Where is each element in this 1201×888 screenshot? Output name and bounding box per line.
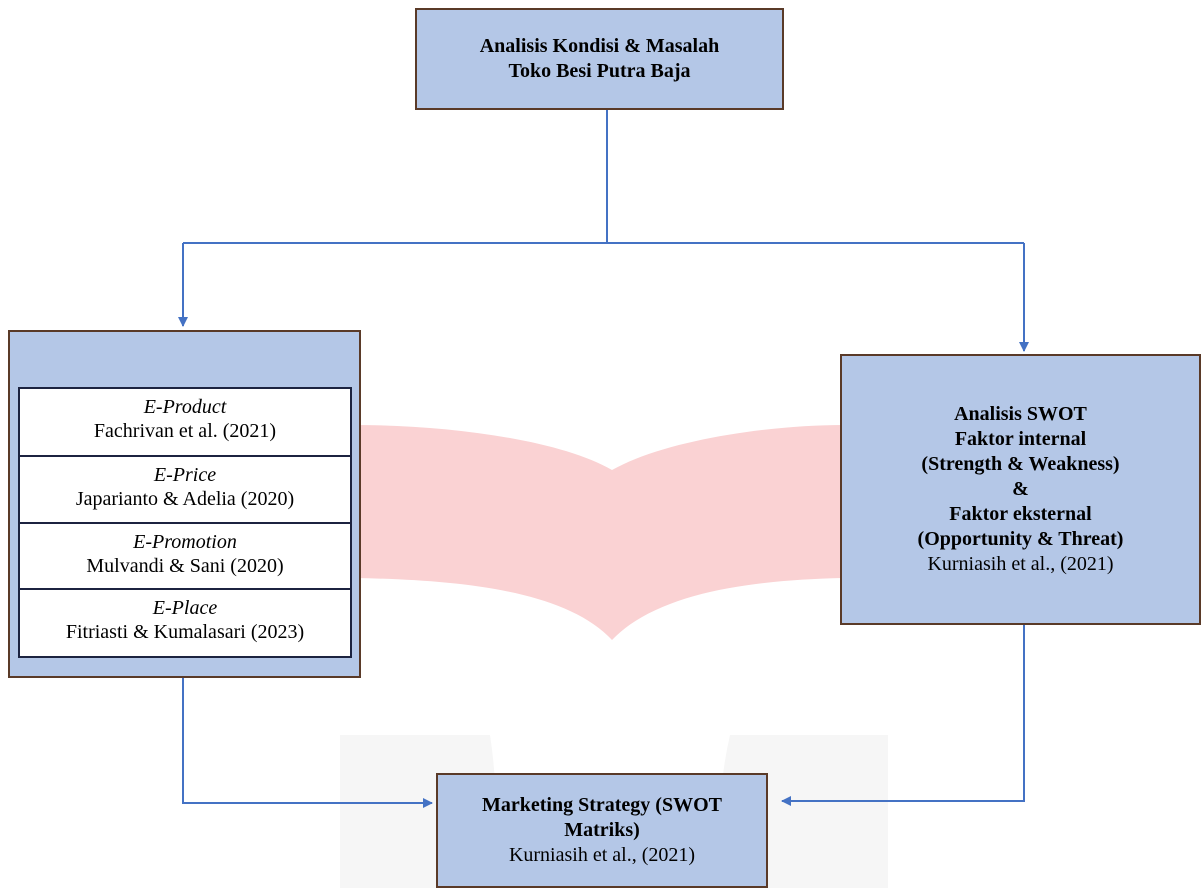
- swot-ref: Kurniasih et al., (2021): [927, 553, 1114, 575]
- e-price-title: E-Price: [153, 464, 217, 486]
- swot-external-detail: (Opportunity & Threat): [917, 528, 1124, 550]
- swot-analysis-box: Analisis SWOT Faktor internal (Strength …: [840, 354, 1201, 625]
- e-product-title: E-Product: [143, 396, 227, 418]
- marketing-strategy-ref: Kurniasih et al., (2021): [508, 844, 696, 866]
- swot-internal-detail: (Strength & Weakness): [921, 453, 1120, 475]
- problem-analysis-title: Analisis Kondisi & Masalah: [479, 35, 720, 57]
- swot-external-label: Faktor eksternal: [949, 503, 1092, 525]
- connector-left-to-bottom: [182, 678, 433, 808]
- e-promotion-title: E-Promotion: [133, 531, 237, 553]
- swot-title: Analisis SWOT: [954, 403, 1087, 425]
- e-product-item: E-Product Fachrivan et al. (2021): [18, 387, 352, 457]
- marketing-strategy-box: Marketing Strategy (SWOT Matriks) Kurnia…: [436, 773, 768, 888]
- swot-ampersand: &: [1012, 478, 1029, 500]
- e-price-ref: Japarianto & Adelia (2020): [75, 488, 295, 510]
- marketing-strategy-title: Marketing Strategy (SWOT: [482, 794, 722, 816]
- e-place-ref: Fitriasti & Kumalasari (2023): [65, 621, 305, 643]
- e-promotion-ref: Mulvandi & Sani (2020): [86, 555, 284, 577]
- e-place-title: E-Place: [152, 597, 218, 619]
- problem-analysis-subtitle: Toko Besi Putra Baja: [508, 60, 691, 82]
- swot-internal-label: Faktor internal: [954, 428, 1087, 450]
- e-product-ref: Fachrivan et al. (2021): [93, 420, 277, 442]
- e-promotion-item: E-Promotion Mulvandi & Sani (2020): [18, 522, 352, 590]
- marketing-strategy-subtitle: Matriks): [564, 819, 640, 841]
- e-place-item: E-Place Fitriasti & Kumalasari (2023): [18, 588, 352, 658]
- e-price-item: E-Price Japarianto & Adelia (2020): [18, 455, 352, 525]
- problem-analysis-box: Analisis Kondisi & Masalah Toko Besi Put…: [415, 8, 784, 110]
- connector-right-to-bottom: [781, 625, 1025, 806]
